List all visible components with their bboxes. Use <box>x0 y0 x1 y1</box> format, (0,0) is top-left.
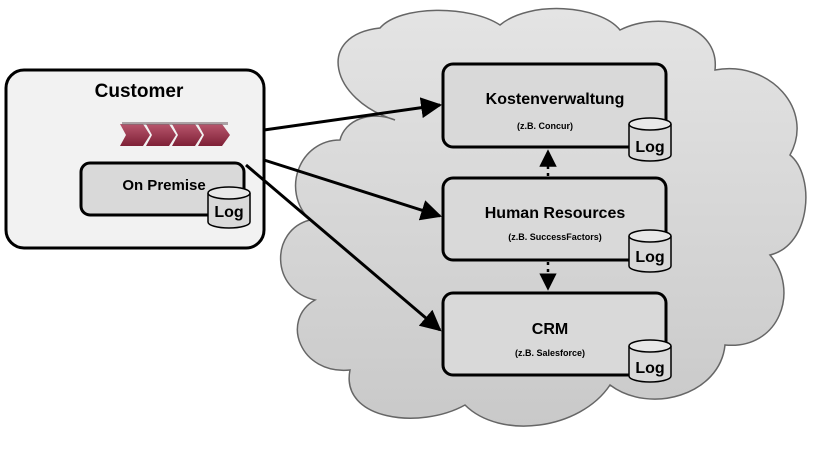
log-label: Log <box>214 204 243 221</box>
service-title: Human Resources <box>485 205 626 222</box>
on-premise-box: On Premise <box>79 161 246 217</box>
service-box-crm: CRM (z.B. Salesforce) Log <box>441 291 672 383</box>
service-subtitle: (z.B. Concur) <box>517 121 573 131</box>
on-premise-label: On Premise <box>122 177 205 194</box>
log-label: Log <box>635 360 664 377</box>
service-box-human-resources: Human Resources (z.B. SuccessFactors) Lo… <box>441 176 672 273</box>
log-label: Log <box>635 139 664 156</box>
database-icon: Log <box>207 186 251 229</box>
service-subtitle: (z.B. Salesforce) <box>515 348 585 358</box>
service-subtitle: (z.B. SuccessFactors) <box>508 232 602 242</box>
customer-title: Customer <box>95 81 184 102</box>
database-icon: Log <box>628 339 672 383</box>
customer-box: Customer On Premise Log <box>4 68 266 250</box>
database-icon: Log <box>628 117 672 162</box>
log-label: Log <box>635 249 664 266</box>
service-title: Kostenverwaltung <box>486 91 625 108</box>
arrow-to-kostenverwaltung <box>263 97 443 132</box>
service-title: CRM <box>532 321 568 338</box>
arrow-to-crm <box>245 163 442 332</box>
arrow-to-human-resources <box>263 158 443 221</box>
process-chain-image <box>120 122 230 146</box>
service-box-kostenverwaltung: Kostenverwaltung (z.B. Concur) Log <box>441 62 672 162</box>
database-icon: Log <box>628 229 672 273</box>
